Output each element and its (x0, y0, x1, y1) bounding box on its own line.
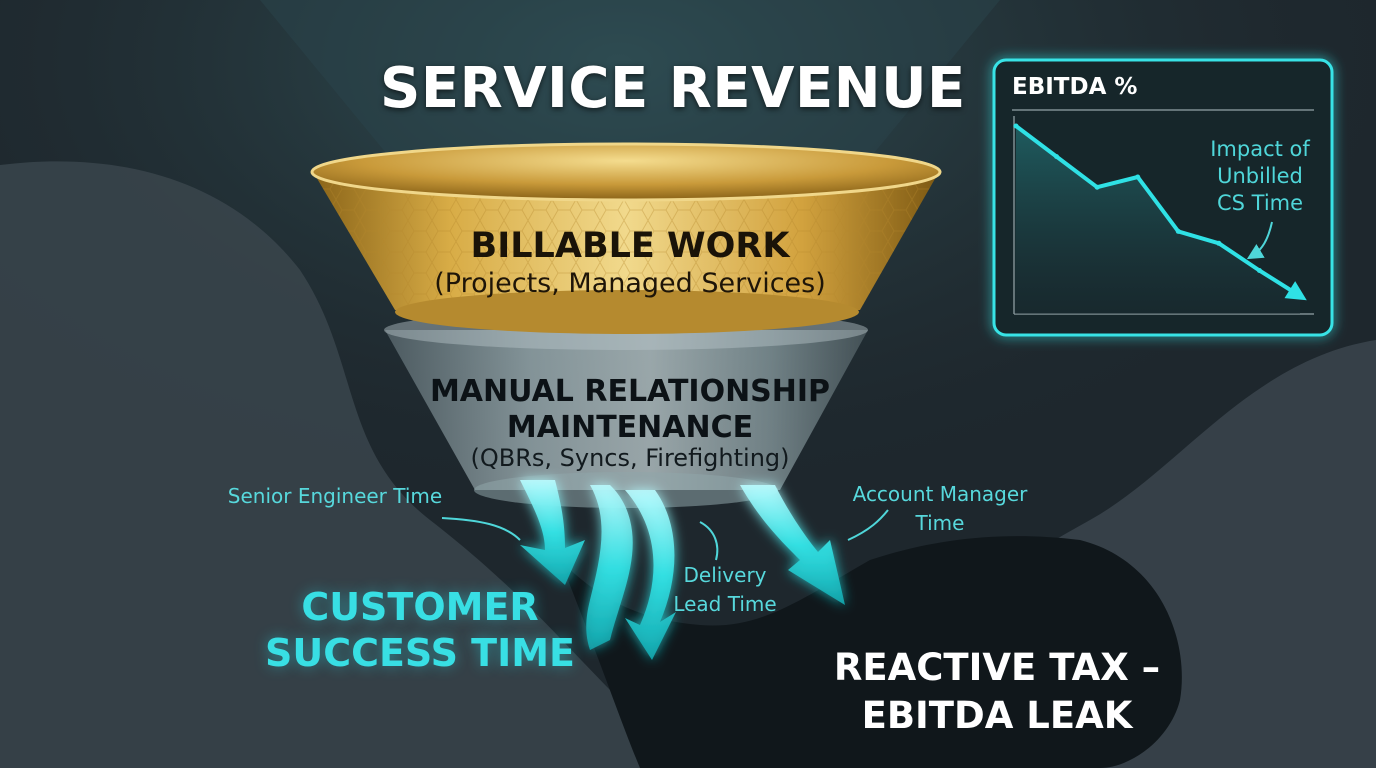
ebitda-point-4 (1175, 228, 1181, 234)
customer-success-time-label: CUSTOMER SUCCESS TIME (250, 584, 590, 676)
chart-area-fill (1015, 126, 1300, 314)
account-manager-line2: Time (915, 511, 965, 535)
ebitda-series-line (1014, 124, 1302, 298)
delivery-connector (699, 521, 719, 561)
teal-streams (520, 480, 845, 660)
delivery-lead-time-label: Delivery Lead Time (650, 561, 800, 619)
ebitda-point-7 (1297, 293, 1303, 299)
gold-funnel-bottom (395, 290, 859, 334)
ebitda-panel-title: EBITDA % (1012, 74, 1138, 100)
manual-maintenance-title-line1: MANUAL RELATIONSHIP (429, 374, 831, 409)
account-manager-line1: Account Manager (852, 482, 1028, 506)
background-light-beam (260, 0, 1000, 170)
stream-middle-right (625, 490, 676, 660)
background-wave-left (0, 161, 700, 768)
account-connector (847, 509, 889, 541)
impact-line2: Unbilled (1217, 164, 1303, 188)
cs-line2: SUCCESS TIME (264, 631, 576, 675)
impact-line1: Impact of (1210, 137, 1310, 161)
senior-engineer-time-label: Senior Engineer Time (227, 484, 443, 508)
gold-funnel-hex-pattern (312, 170, 940, 310)
manual-maintenance-title: MANUAL RELATIONSHIP MAINTENANCE (420, 374, 840, 446)
funnel-title: SERVICE REVENUE (380, 56, 966, 121)
impact-annotation: Impact of Unbilled CS Time (1190, 136, 1330, 217)
impact-annotation-arrow (1246, 221, 1273, 260)
reactive-line1: REACTIVE TAX – (833, 646, 1161, 689)
billable-work-title: BILLABLE WORK (470, 226, 790, 266)
ebitda-point-5 (1216, 240, 1222, 246)
ebitda-point-1 (1054, 154, 1060, 160)
reactive-line2: EBITDA LEAK (861, 694, 1133, 737)
manual-maintenance-title-line2: MAINTENANCE (506, 410, 754, 445)
impact-line3: CS Time (1216, 191, 1304, 215)
delivery-line1: Delivery (683, 563, 767, 587)
gold-funnel-rim (310, 142, 942, 202)
glass-funnel-body (385, 330, 868, 490)
dark-pool (560, 536, 1182, 768)
ebitda-point-2 (1094, 184, 1100, 190)
cs-line1: CUSTOMER (301, 585, 539, 629)
ebitda-point-0 (1013, 123, 1019, 129)
ebitda-series-points (1013, 123, 1303, 299)
delivery-line2: Lead Time (673, 592, 777, 616)
ebitda-point-6 (1256, 268, 1262, 273)
manual-maintenance-subtitle: (QBRs, Syncs, Firefighting) (470, 444, 790, 472)
stream-right (740, 485, 845, 605)
ebitda-panel (992, 58, 1334, 337)
account-manager-time-label: Account Manager Time (820, 480, 1060, 538)
stream-middle (586, 485, 633, 650)
billable-work-subtitle: (Projects, Managed Services) (434, 268, 826, 299)
reactive-tax-label: REACTIVE TAX – EBITDA LEAK (822, 644, 1172, 740)
ebitda-point-3 (1135, 174, 1141, 180)
stream-left (520, 480, 585, 585)
senior-connector (441, 517, 521, 541)
